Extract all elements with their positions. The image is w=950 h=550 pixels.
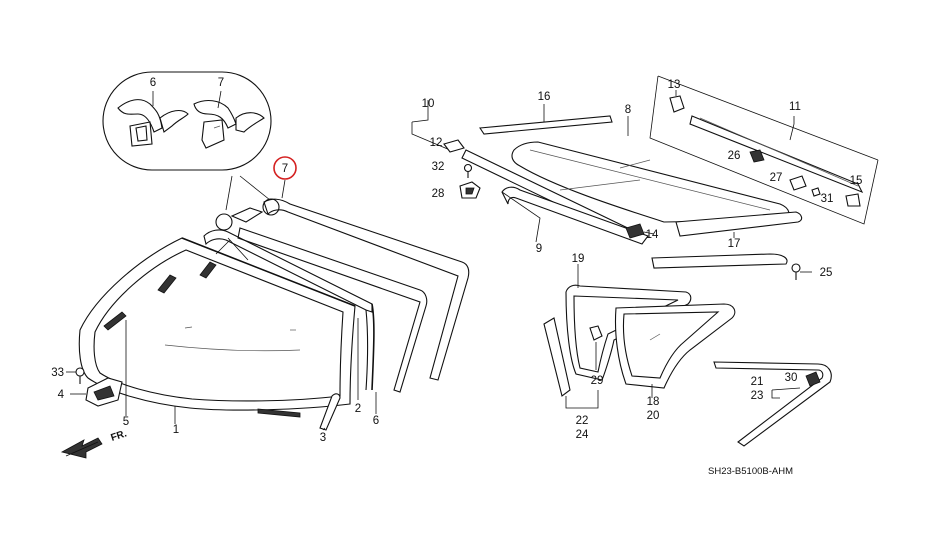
callout-18: 18: [647, 396, 660, 408]
part-33-screw: [75, 367, 85, 384]
callout-30: 30: [785, 372, 798, 384]
highlight-circle: [273, 156, 297, 180]
molding-detail-inset: [102, 71, 272, 211]
callout-6-detail: 6: [150, 77, 156, 89]
quarter-glass-group: [543, 264, 832, 447]
callout-1: 1: [173, 424, 179, 436]
callout-21: 21: [751, 376, 764, 388]
callout-33: 33: [51, 367, 64, 379]
callout-4: 4: [58, 389, 65, 401]
callout-7-circled: 7: [282, 163, 288, 175]
molding-6: [230, 198, 470, 381]
callout-23: 23: [751, 390, 764, 402]
part-4-clip: [85, 377, 123, 407]
front-label: FR.: [110, 428, 129, 444]
callout-8: 8: [625, 104, 631, 116]
callout-3: 3: [320, 432, 326, 444]
part-3-strip: [319, 393, 341, 431]
callout-15: 15: [850, 175, 863, 187]
rear-window-group: [411, 100, 812, 280]
callout-31: 31: [821, 193, 834, 205]
callout-26: 26: [728, 150, 741, 162]
roof-molding-group: [649, 75, 879, 225]
callout-11: 11: [789, 101, 801, 113]
callout-9: 9: [536, 243, 542, 255]
callout-28: 28: [432, 188, 445, 200]
callout-17: 17: [728, 238, 741, 250]
diagram-code: SH23-B5100B-AHM: [708, 466, 793, 477]
callout-2: 2: [355, 403, 361, 415]
callout-20: 20: [647, 410, 660, 422]
callout-19: 19: [572, 253, 585, 265]
callout-13: 13: [668, 79, 681, 91]
callout-29: 29: [591, 375, 604, 387]
callout-5: 5: [123, 416, 129, 428]
front-arrow-icon: [60, 437, 103, 459]
callout-6: 6: [373, 415, 379, 427]
callout-16: 16: [538, 91, 551, 103]
callout-12: 12: [430, 137, 443, 149]
callout-7-detail: 7: [218, 77, 224, 89]
callout-10: 10: [422, 98, 435, 110]
windshield-glass: [78, 237, 356, 418]
windshield-leaders: [66, 318, 377, 431]
callout-14: 14: [646, 229, 659, 241]
callout-32: 32: [432, 161, 445, 173]
callout-25: 25: [820, 267, 833, 279]
callout-27: 27: [770, 172, 783, 184]
callout-24: 24: [576, 429, 589, 441]
callout-22: 22: [576, 415, 589, 427]
molding-7: [227, 227, 428, 393]
molding-2: [203, 213, 375, 391]
